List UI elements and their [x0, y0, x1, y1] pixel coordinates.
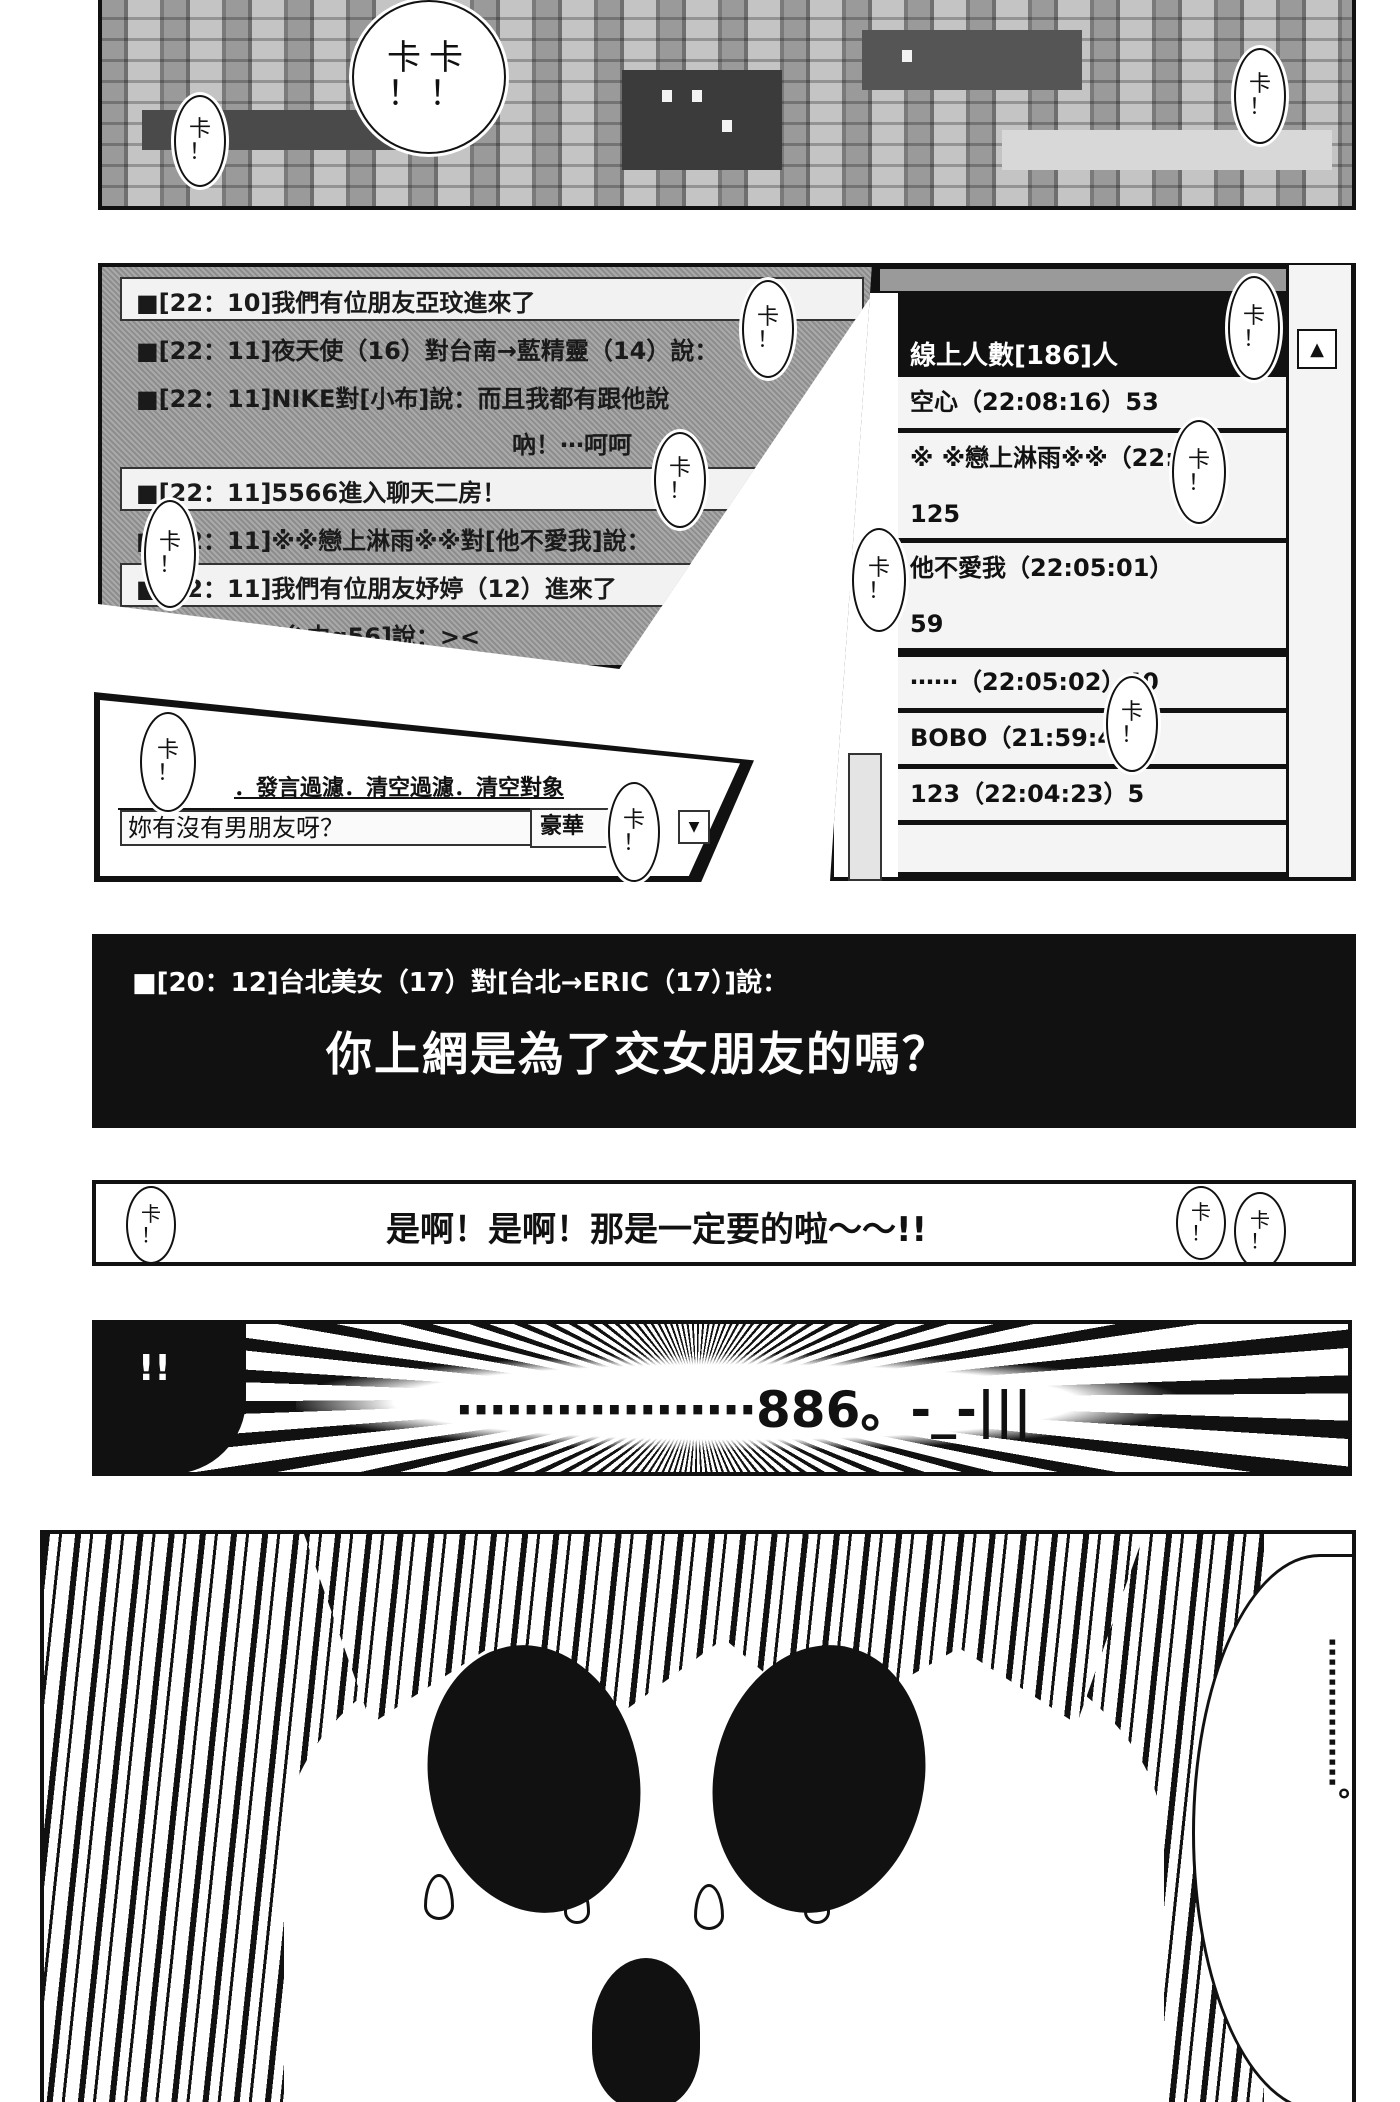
message-banner-panel: ■[20：12]台北美女（17）對[台北→ERIC（17）]說： 你上網是為了交… [92, 934, 1356, 1128]
reply-text: 是啊！是啊！那是一定要的啦〜〜!! [386, 1210, 928, 1250]
sfx-burst: 卡 ！ [144, 500, 196, 608]
sfx-burst: 卡 ！ [1106, 676, 1158, 772]
list-item[interactable]: BOBO（21:59:4 [898, 713, 1286, 769]
speedline-panel: !! ⋯⋯⋯⋯⋯⋯886。-_-||| [92, 1320, 1352, 1476]
list-item[interactable]: 空心（22:08:16）53 [898, 377, 1286, 433]
sfx-burst: 卡 ！ [1172, 420, 1226, 524]
list-item[interactable] [898, 825, 1286, 877]
chat-line: ■[22：11]夜天使（16）對台南→藍精靈（14）說： [136, 337, 719, 365]
window-light [902, 50, 912, 62]
character-panel: ⋯⋯⋯⋯⋯。 [40, 1530, 1356, 2102]
sfx-burst: 卡 ！ [852, 528, 906, 632]
chevron-down-icon[interactable]: ▼ [678, 810, 710, 844]
sfx-burst: 卡 ！ [1176, 1186, 1226, 1260]
message-text: 你上網是為了交女朋友的嗎？ [326, 1027, 950, 1081]
sfx-burst: 卡 ！ [742, 280, 794, 378]
chat-line: ■[22：11]5566進入聊天二房！ [136, 479, 507, 507]
scroll-up-arrow-icon[interactable]: ▲ [1297, 329, 1337, 369]
user-list: 線上人數[186]人 空心（22:08:16）53 ※ ※戀上淋雨※※（22:1… [898, 327, 1286, 877]
list-item[interactable]: 他不愛我（22:05:01） 59 [898, 543, 1286, 653]
online-count-label: 線上人數[186]人 [910, 341, 1119, 371]
center-glow [296, 1354, 1176, 1450]
sweat-drop [424, 1874, 454, 1920]
sfx-burst: 卡卡 ！！ [352, 0, 506, 154]
chat-highlight-row [120, 467, 834, 511]
building [622, 70, 782, 170]
window-light [662, 90, 672, 102]
shadow-burst [96, 1324, 246, 1472]
list-item-text: 59 [910, 610, 944, 638]
message-input[interactable]: 妳有沒有男朋友呀？ [120, 810, 610, 846]
window-light [722, 120, 732, 132]
window-light [692, 90, 702, 102]
building [862, 30, 1082, 90]
online-list-panel: ▲ 線上人數[186]人 空心（22:08:16）53 ※ ※戀上淋雨※※（22… [830, 263, 1356, 881]
chat-line: ■[22：11]NIKE對[小布]說：而且我都有跟他說 [136, 385, 670, 413]
chat-line: ■[22：11][台中g56]說：>< [136, 623, 481, 651]
list-item-text: 125 [910, 500, 961, 528]
sfx-burst: 卡 ！ [140, 712, 196, 812]
goodbye-text: ⋯⋯⋯⋯⋯⋯886。-_-||| [456, 1381, 1032, 1439]
sfx-burst: 卡 ！ [654, 432, 706, 528]
sweat-drop [564, 1884, 590, 1924]
scrollbar[interactable]: ▲ [1286, 265, 1351, 877]
sfx-burst: 卡 ！ [1234, 1192, 1286, 1262]
filter-links[interactable]: ．發言過濾．清空過濾．清空對象 [234, 776, 565, 801]
list-item-text: 他不愛我（22:05:01） [910, 554, 1174, 582]
divider [118, 808, 608, 810]
city-panel: 卡卡 ！！ 卡 ！ 卡 ！ [98, 0, 1356, 210]
sfx-burst: 卡 ！ [174, 95, 226, 187]
bubble-text: ⋯⋯⋯⋯⋯。 [1314, 1637, 1349, 1817]
list-item[interactable]: 123（22:04:23）5 [898, 769, 1286, 825]
chat-line: ■[22：10]我們有位朋友亞玟進來了 [136, 289, 536, 317]
sweat-drop [694, 1884, 724, 1930]
chat-highlight-row [120, 277, 864, 321]
open-mouth [592, 1958, 700, 2102]
chat-line: 吶！⋯呵呵 [512, 431, 632, 459]
sfx-burst: 卡 ！ [608, 782, 660, 882]
reply-panel: 是啊！是啊！那是一定要的啦〜〜!! 卡 ！ 卡 ！ 卡 ！ [92, 1180, 1356, 1266]
rooftop [1002, 130, 1332, 170]
chat-line: ■[22：11]※※戀上淋雨※※對[他不愛我]說： [136, 527, 651, 555]
list-item-text: ※ ※戀上淋雨※※（22:10） [910, 444, 1233, 472]
sfx-burst: 卡 ！ [1234, 48, 1286, 144]
chat-line: ■[22：11]我們有位朋友妤婷（12）進來了 [136, 575, 617, 603]
sfx-burst: 卡 ！ [1228, 276, 1280, 380]
list-top-strip [880, 269, 1300, 291]
message-header: ■[20：12]台北美女（17）對[台北→ERIC（17）]說： [132, 968, 789, 998]
sfx-burst: 卡 ！ [126, 1186, 176, 1262]
exclaim-mark: !! [138, 1348, 171, 1389]
sweat-drop [804, 1884, 830, 1924]
side-tab [848, 753, 882, 881]
list-item[interactable]: ※ ※戀上淋雨※※（22:10） 125 [898, 433, 1286, 543]
list-item[interactable]: ⋯⋯（22:05:02）40 [898, 657, 1286, 713]
